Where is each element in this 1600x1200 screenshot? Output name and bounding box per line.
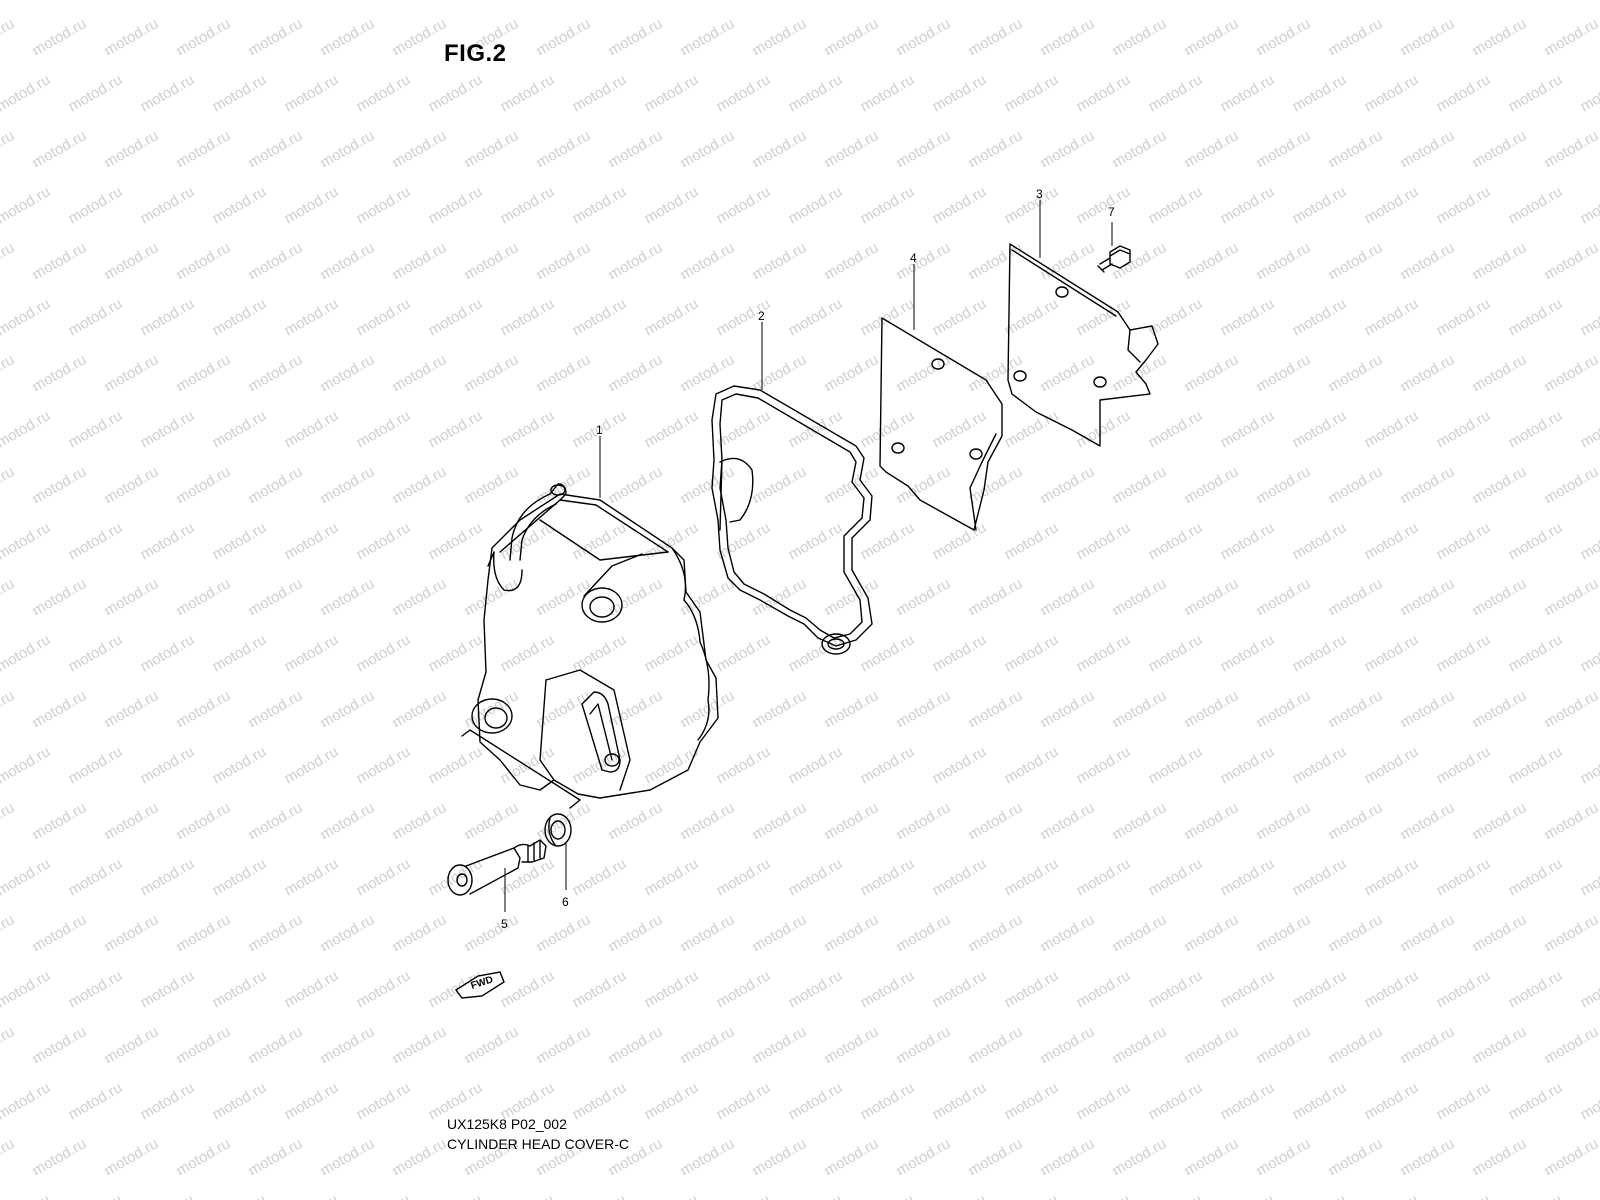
- callout-number: 6: [562, 895, 569, 909]
- cover-gasket: [711, 385, 873, 655]
- figure-code: UX125K8 P02_002: [447, 1116, 567, 1132]
- figure-caption: CYLINDER HEAD COVER-C: [447, 1136, 630, 1152]
- callout-number: 2: [758, 309, 765, 323]
- small-bolt: [1097, 245, 1131, 273]
- callout-7: 7: [1108, 205, 1115, 246]
- callout-number: 1: [596, 423, 603, 437]
- figure-footer: UX125K8 P02_002 CYLINDER HEAD COVER-C: [447, 1114, 629, 1154]
- callout-6: 6: [562, 842, 569, 909]
- watermark-text: motod.ru: [1578, 0, 1600, 3]
- callout-number: 7: [1108, 205, 1115, 219]
- callout-1: 1: [596, 423, 603, 498]
- fwd-direction-arrow: FWD: [454, 971, 505, 999]
- plate: [1007, 243, 1159, 447]
- callout-3: 3: [1036, 187, 1043, 258]
- gasket-plate: [879, 317, 1003, 531]
- callout-4: 4: [910, 251, 917, 330]
- cover-bolt: [447, 839, 547, 896]
- callout-number: 5: [501, 917, 508, 931]
- cylinder-head-cover: [461, 483, 719, 809]
- seal-washer: [544, 813, 572, 847]
- callout-number: 3: [1036, 187, 1043, 201]
- callout-number: 4: [910, 251, 917, 265]
- callout-5: 5: [501, 868, 508, 931]
- figure-title: FIG.2: [444, 40, 507, 67]
- callout-2: 2: [758, 309, 765, 390]
